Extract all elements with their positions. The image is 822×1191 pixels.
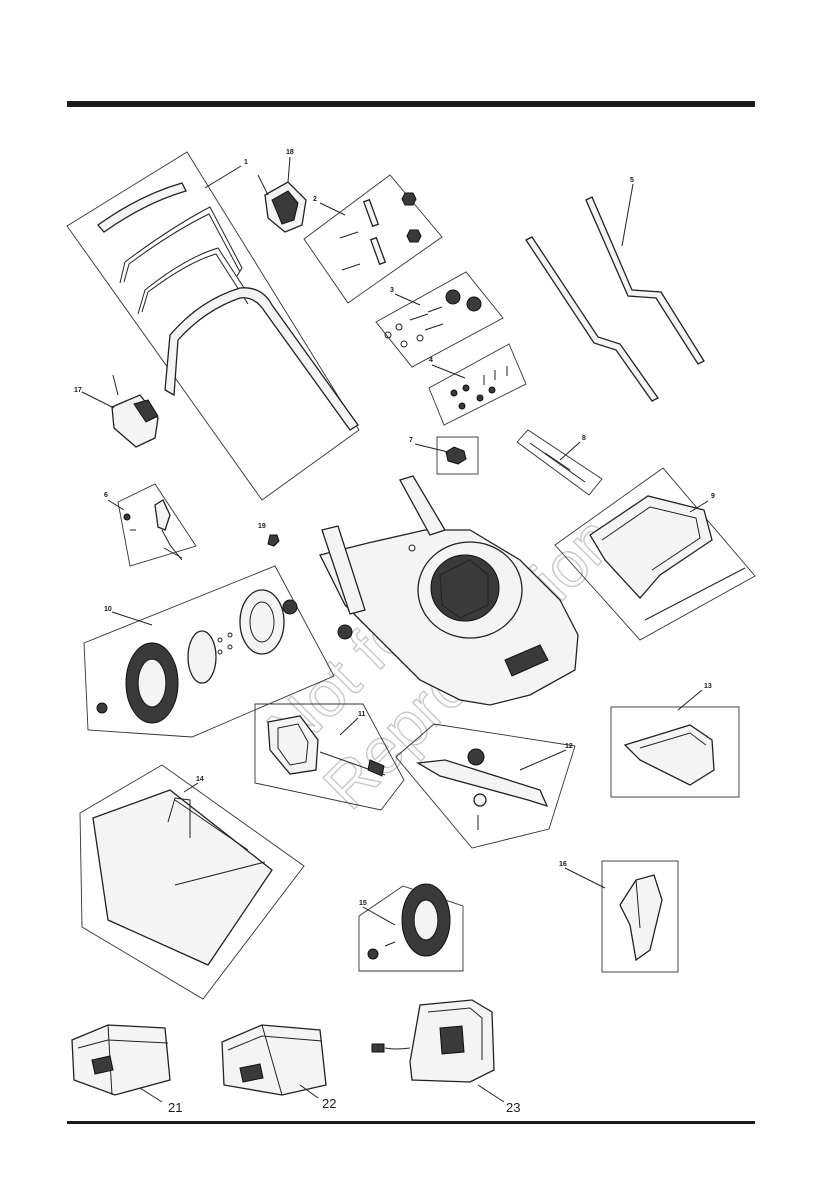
callout-10: 10	[104, 606, 112, 613]
callout-13: 13	[704, 683, 712, 690]
part-23-charger: 23	[372, 1000, 520, 1115]
part-14-grass-bag: 14	[80, 765, 304, 999]
part-21-battery: 21	[72, 1025, 182, 1115]
callout-15: 15	[359, 900, 367, 907]
callout-16: 16	[559, 861, 567, 868]
part-2-brackets: 2	[304, 175, 442, 303]
callout-1: 1	[244, 159, 248, 166]
part-13-deflector: 13	[611, 683, 739, 797]
part-8-spring-rod: 8	[517, 430, 602, 495]
part-19-knob: 19	[258, 523, 279, 546]
callout-6: 6	[104, 492, 108, 499]
callout-17: 17	[74, 387, 82, 394]
part-4-fasteners: 4	[429, 344, 526, 425]
part-6-height-adjuster: 6	[104, 484, 196, 566]
callout-9: 9	[711, 493, 715, 500]
callout-2: 2	[313, 196, 317, 203]
callout-14: 14	[196, 776, 204, 783]
callout-18: 18	[286, 149, 294, 156]
part-16-mulch-plug: 16	[559, 861, 678, 972]
callout-19: 19	[258, 523, 266, 530]
part-3-hardware: 3	[376, 272, 503, 367]
part-7-clip: 7	[409, 437, 478, 474]
part-5-handle-tubes: 5	[526, 177, 704, 401]
part-1-handle-assembly: 1	[67, 152, 359, 500]
callout-23: 23	[506, 1100, 520, 1115]
callout-7: 7	[409, 437, 413, 444]
part-15-front-wheel: 15	[359, 884, 463, 971]
callout-4: 4	[429, 357, 433, 364]
callout-22: 22	[322, 1096, 336, 1111]
callout-8: 8	[582, 435, 586, 442]
part-22-battery: 22	[222, 1025, 336, 1111]
callout-21: 21	[168, 1100, 182, 1115]
part-17-safety-key: 17	[74, 375, 158, 447]
callout-12: 12	[565, 743, 573, 750]
part-18-switch-box: 18	[258, 149, 306, 232]
callout-11: 11	[358, 711, 366, 718]
callout-5: 5	[630, 177, 634, 184]
callout-3: 3	[390, 287, 394, 294]
